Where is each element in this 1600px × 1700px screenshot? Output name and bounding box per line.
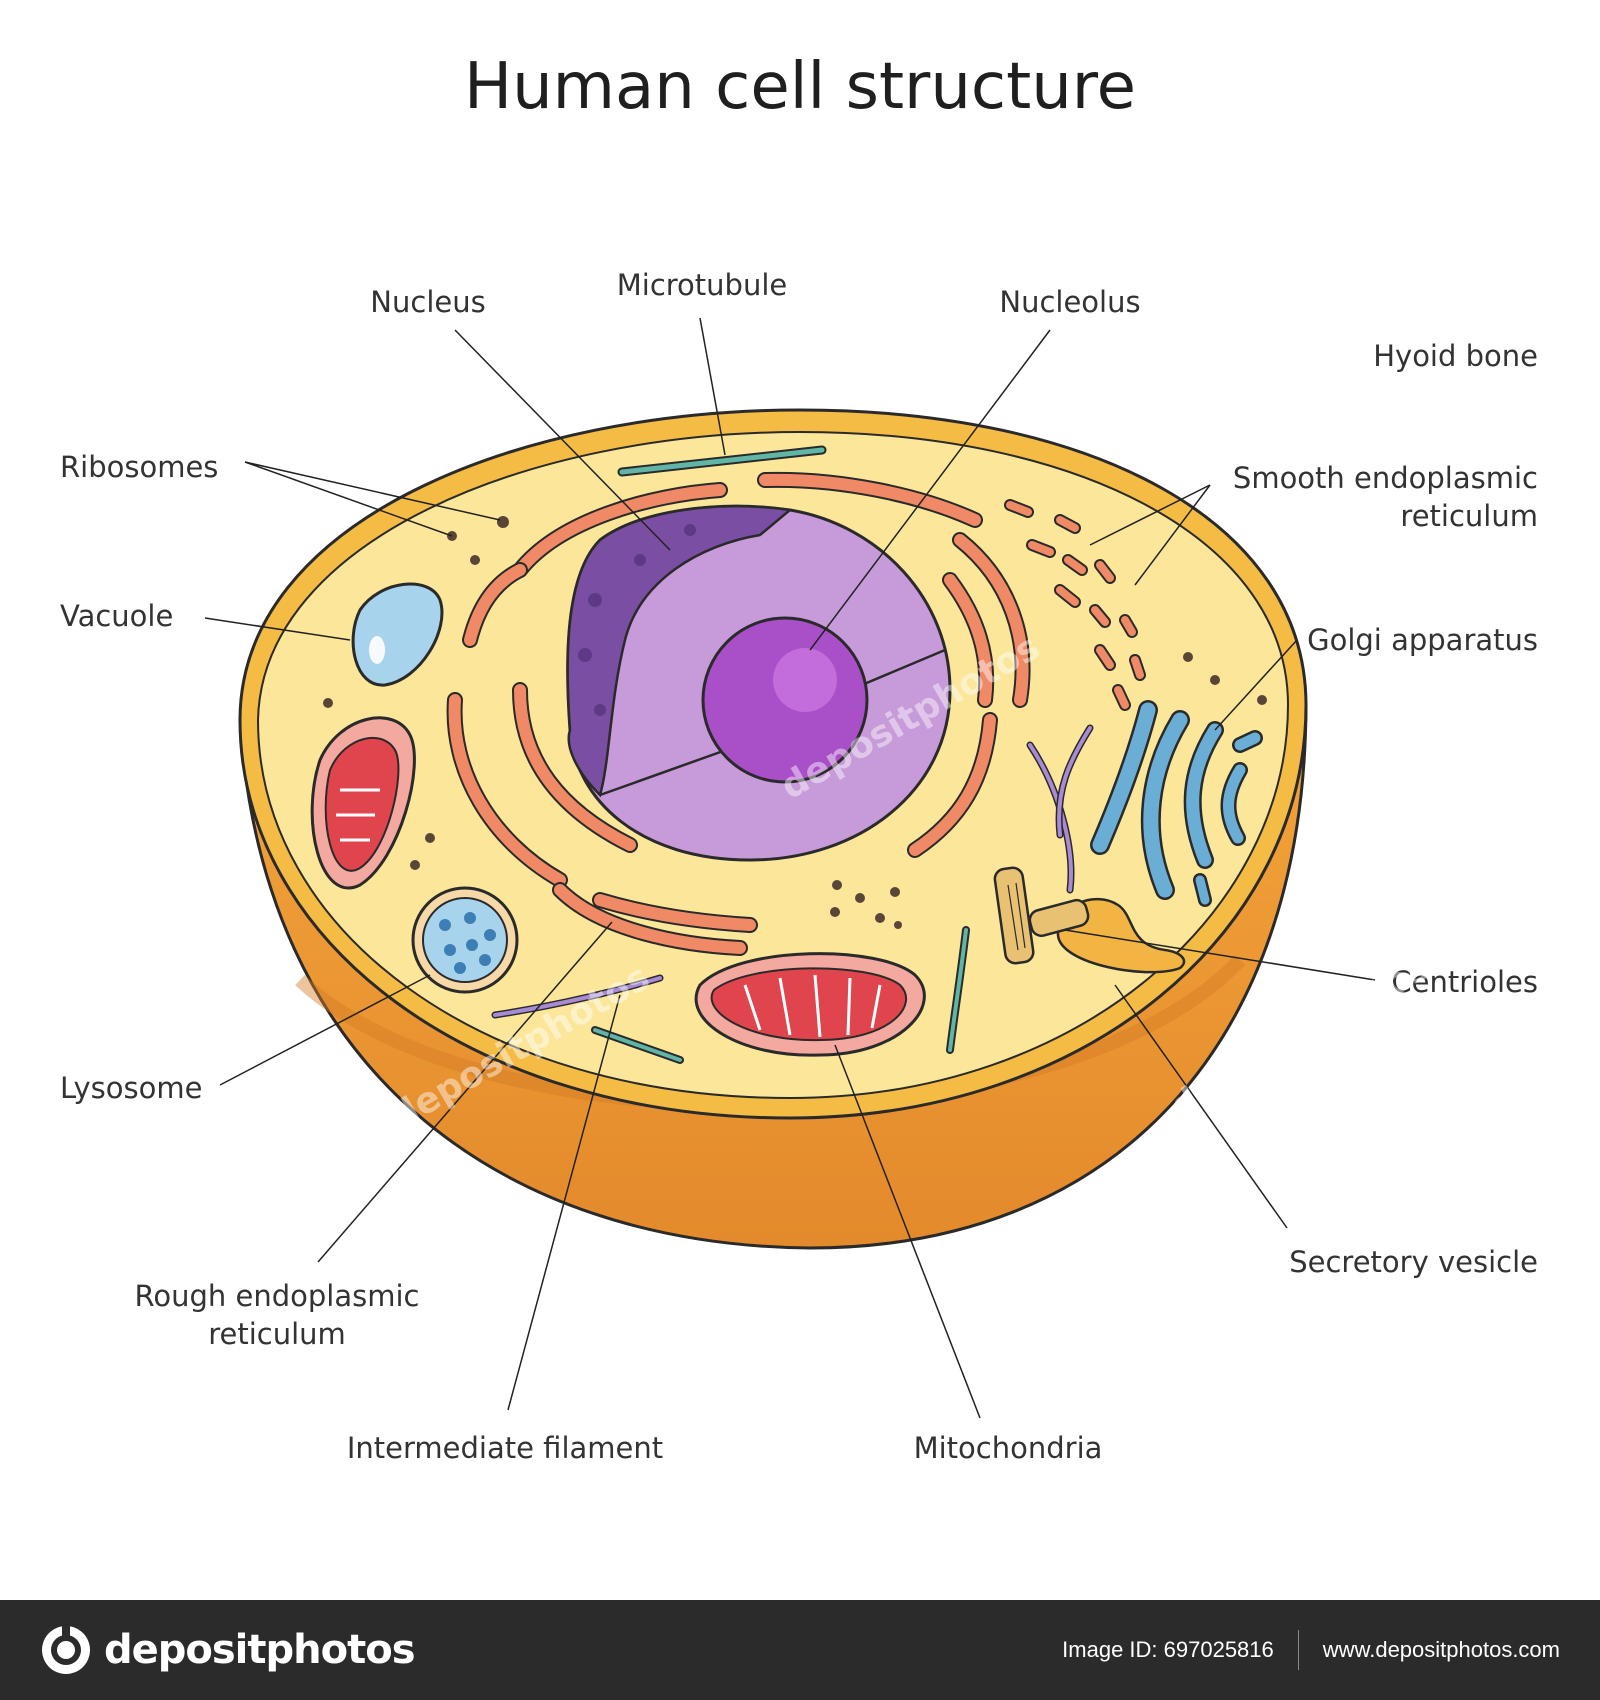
microtubule-core: [619, 447, 825, 475]
leader-ribosomes-1: [244, 461, 453, 537]
footer-meta: Image ID: 697025816 www.depositphotos.co…: [1062, 1630, 1560, 1670]
leader-intermediate-filament: [507, 994, 621, 1411]
ribosome-dots: [323, 516, 1267, 929]
mitochondrion-center: [694, 952, 926, 1057]
footer-separator: [1297, 1630, 1299, 1670]
label-rough-er-1: Rough endoplasmic: [135, 1279, 420, 1313]
diagram-title: Human cell structure: [464, 50, 1136, 124]
microtubule-right-core: [948, 928, 968, 1052]
smooth-er-fill: [1006, 501, 1144, 709]
leader-rough-er: [317, 921, 613, 1263]
leader-golgi: [1214, 639, 1298, 731]
image-id: Image ID: 697025816: [1062, 1637, 1274, 1662]
vacuole-highlight: [369, 636, 385, 664]
cell-diagram: Human cell structure: [60, 50, 1538, 1465]
label-golgi: Golgi apparatus: [1307, 623, 1538, 657]
intermediate-filament-core: [493, 976, 662, 1017]
leader-smooth-er-2: [1134, 484, 1211, 586]
golgi-shape: [1090, 700, 1263, 907]
nucleus-outer-shell: [566, 505, 793, 798]
site-url[interactable]: www.depositphotos.com: [1322, 1637, 1560, 1662]
leader-vacuole: [204, 617, 351, 641]
label-nucleolus: Nucleolus: [999, 285, 1140, 319]
intermediate-filament-right-core: [1028, 743, 1073, 892]
leader-microtubule: [699, 317, 726, 456]
label-centrioles: Centrioles: [1391, 965, 1538, 999]
leader-secretory-vesicle: [1114, 984, 1288, 1229]
brand-name: depositphotos: [104, 1627, 416, 1673]
leader-centrioles: [1064, 929, 1376, 981]
depositphotos-logo-icon: [42, 1626, 90, 1674]
label-smooth-er-1: Smooth endoplasmic: [1233, 461, 1538, 495]
rough-er-shape: [446, 471, 1031, 956]
secretory-vesicle-shape: [1056, 897, 1186, 974]
label-nucleus: Nucleus: [370, 285, 485, 319]
label-smooth-er-2: reticulum: [1400, 499, 1538, 533]
mitochondrion-left: [310, 716, 416, 890]
intermediate-filament-right2-core: [1057, 726, 1092, 837]
nucleus-pores: [578, 524, 696, 716]
label-rough-er-2: reticulum: [208, 1317, 346, 1351]
label-microtubule: Microtubule: [617, 268, 788, 302]
label-hyoid-bone: Hyoid bone: [1373, 339, 1538, 373]
label-intermediate-filament: Intermediate filament: [347, 1431, 663, 1465]
footer-bar: depositphotos Image ID: 697025816 www.de…: [0, 1600, 1600, 1700]
leader-nucleolus: [809, 329, 1051, 651]
leader-ribosomes-2: [244, 461, 501, 521]
label-mitochondria: Mitochondria: [914, 1431, 1103, 1465]
leader-mitochondria: [834, 1044, 981, 1419]
leader-lysosome: [219, 974, 431, 1086]
leader-smooth-er-1: [1089, 484, 1211, 546]
lysosome-shape: [411, 886, 519, 994]
label-lysosome: Lysosome: [60, 1071, 202, 1105]
nucleolus-highlight: [773, 648, 837, 712]
label-ribosomes: Ribosomes: [60, 450, 218, 484]
label-secretory-vesicle: Secretory vesicle: [1289, 1245, 1538, 1279]
brand[interactable]: depositphotos: [40, 1624, 416, 1676]
leader-lines: [204, 317, 1376, 1419]
leader-nucleus: [454, 329, 671, 551]
label-vacuole: Vacuole: [60, 599, 173, 633]
centrioles-shape: [993, 866, 1090, 965]
